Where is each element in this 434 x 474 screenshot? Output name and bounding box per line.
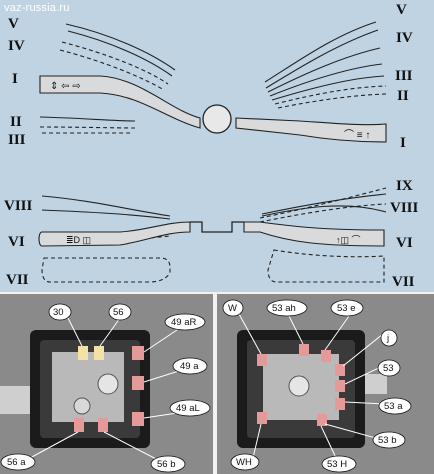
callout-49a: 49 a <box>180 361 199 372</box>
label-upper-right-I: I <box>400 135 406 151</box>
terminal <box>132 376 144 390</box>
label-lower-right-IX: IX <box>396 178 413 194</box>
turn-signal-icon: ⇕ ⇦ ⇨ <box>50 81 81 92</box>
label-lower-right-VII: VII <box>392 274 415 290</box>
callout-lines <box>238 313 386 461</box>
label-upper-right-V: V <box>396 2 407 18</box>
separator-horizontal <box>0 292 434 294</box>
label-upper-right-IV: IV <box>396 30 413 46</box>
callout-WH: WH <box>236 457 252 468</box>
terminal <box>335 398 345 410</box>
callout-W: W <box>228 303 237 314</box>
label-upper-right-III: III <box>395 68 413 84</box>
terminal <box>94 346 104 360</box>
lower-lever-right-main <box>243 221 385 247</box>
label-lower-right-VI: VI <box>396 235 413 251</box>
switch-diagram: ⇕ ⇦ ⇨ ⌒ ≡ ↑ ≣D ◫ ↑◫ ⌒ V IV I II III V IV… <box>4 2 419 290</box>
terminal <box>317 414 327 426</box>
headlight-icon: ≣D ◫ <box>66 235 91 245</box>
column-bracket <box>190 221 244 233</box>
left-switch-graphic: 30 56 49 aR 49 a 49 aL 56 a 56 b <box>0 294 213 474</box>
separator-vertical <box>213 294 217 474</box>
label-upper-left-V: V <box>8 16 19 32</box>
callout-30: 30 <box>53 307 64 318</box>
terminal <box>335 380 345 392</box>
callout-53e: 53 e <box>337 303 356 314</box>
label-upper-left-IV: IV <box>8 38 25 54</box>
callout-56b: 56 b <box>157 459 176 470</box>
watermark: vaz-russia.ru <box>4 2 70 14</box>
callout-53ah: 53 ah <box>272 303 296 314</box>
callout-49aL: 49 aL <box>176 403 200 414</box>
callout-badges <box>0 303 211 473</box>
terminal <box>257 354 267 366</box>
callout-j: j <box>386 333 389 344</box>
left-switch-photo: 30 56 49 aR 49 a 49 aL 56 a 56 b <box>0 294 213 474</box>
callout-56: 56 <box>113 307 124 318</box>
terminal <box>299 344 309 356</box>
upper-lever-left-outlines <box>39 23 176 134</box>
wiper-icon: ⌒ ≡ ↑ <box>344 129 370 141</box>
label-upper-left-II: II <box>10 114 22 130</box>
terminal <box>321 350 331 362</box>
label-upper-right-II: II <box>397 88 409 104</box>
terminal <box>98 418 108 432</box>
steering-pivot <box>202 104 232 134</box>
terminal <box>132 412 144 426</box>
callout-lines <box>29 317 185 463</box>
terminal <box>74 418 84 432</box>
label-lower-left-VI: VI <box>8 234 25 250</box>
callout-49aR: 49 aR <box>171 317 196 328</box>
upper-lever-right-main <box>235 117 387 143</box>
washer-icon: ↑◫ ⌒ <box>336 235 361 245</box>
callout-53a: 53 a <box>384 401 403 412</box>
upper-lever-right-outlines <box>264 21 387 109</box>
label-lower-left-VIII: VIII <box>4 198 33 214</box>
callout-53b: 53 b <box>378 435 397 446</box>
callout-badges <box>222 299 412 473</box>
lower-lever-left-main <box>38 221 191 247</box>
label-upper-left-III: III <box>8 132 26 148</box>
callout-53: 53 <box>383 363 394 374</box>
label-lower-right-VIII: VIII <box>390 200 419 216</box>
terminal <box>257 412 267 424</box>
callout-56a: 56 a <box>7 457 26 468</box>
terminal <box>78 346 88 360</box>
callout-53H: 53 H <box>327 459 347 470</box>
label-upper-left-I: I <box>12 71 18 87</box>
terminal <box>335 364 345 376</box>
right-switch-graphic: W 53 ah 53 e j 53 53 a 53 b 53 H WH <box>217 294 434 474</box>
terminal <box>132 346 144 360</box>
right-switch-photo: W 53 ah 53 e j 53 53 a 53 b 53 H WH <box>217 294 434 474</box>
label-lower-left-VII: VII <box>6 272 29 288</box>
lower-lever-right-outlines <box>259 187 387 283</box>
upper-lever-left-main <box>39 75 201 129</box>
